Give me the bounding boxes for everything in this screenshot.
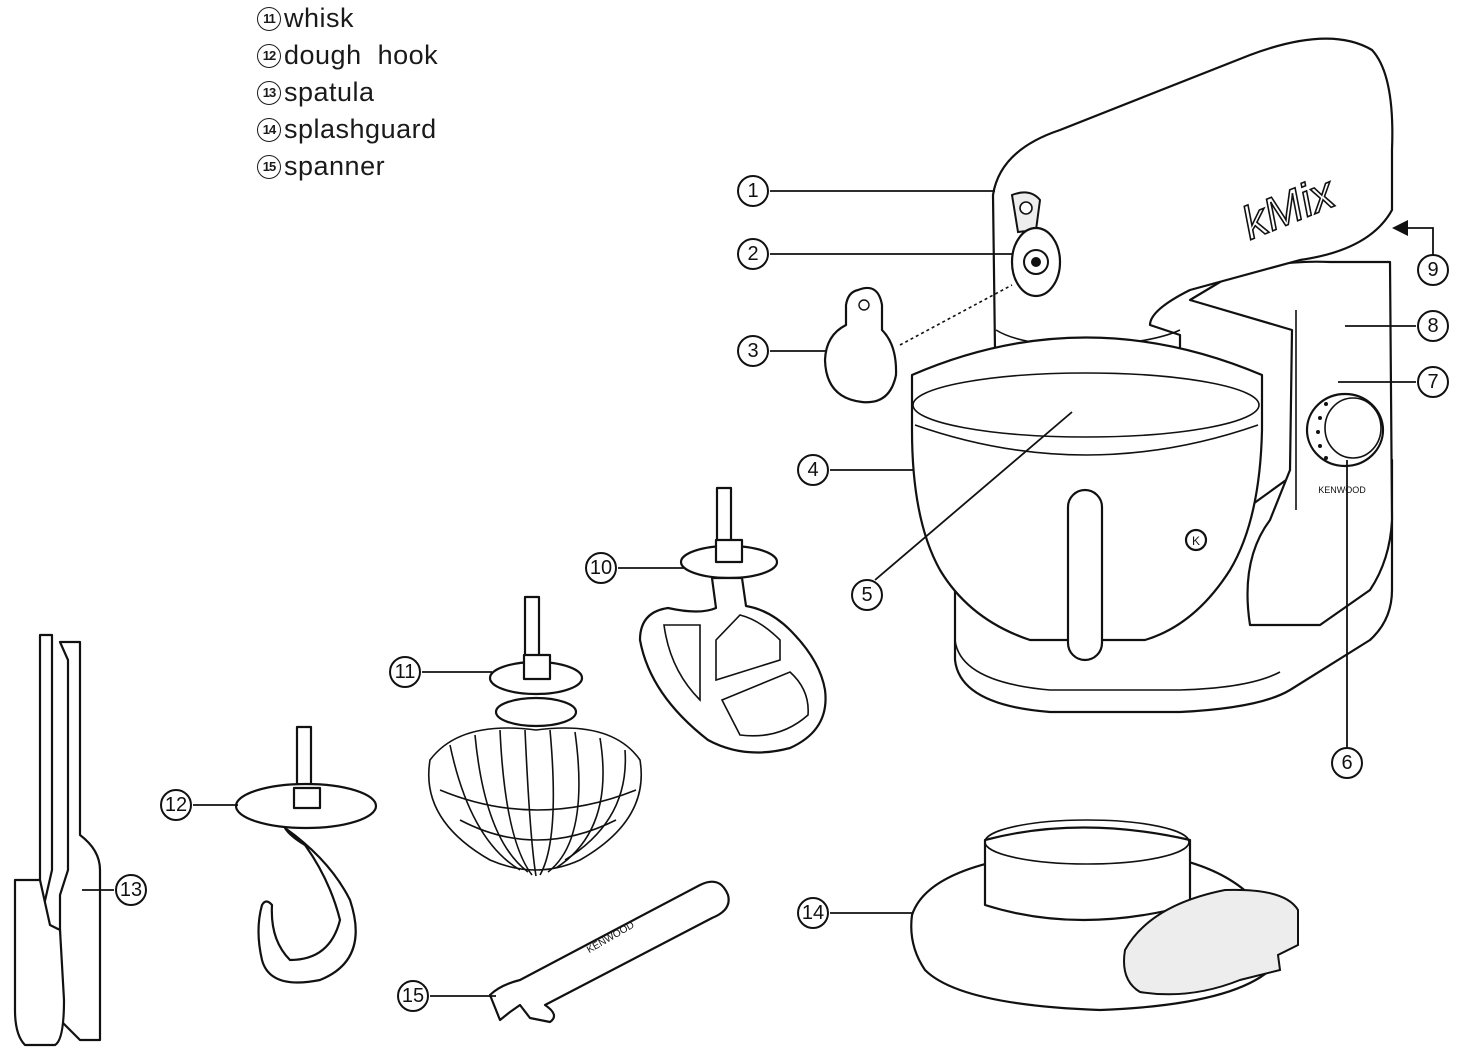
callout-number: 2 [747,243,758,265]
callout-number: 13 [120,879,142,901]
callout-15: 15 [398,981,496,1011]
callout-1: 1 [738,176,995,206]
callout-number: 4 [807,459,818,481]
arrow-icon [1392,220,1408,236]
callout-number: 12 [165,794,187,816]
callout-number: 7 [1427,371,1438,393]
callout-number: 14 [802,902,824,924]
callout-number: 11 [395,661,416,683]
callout-number: 10 [590,557,612,579]
splashguard [911,820,1298,1010]
k-beater [640,488,826,753]
callout-number: 5 [861,584,872,606]
bowl-handle [1068,490,1102,660]
callout-number: 8 [1427,315,1438,337]
callout-number: 1 [747,180,758,202]
callout-4: 4 [798,455,914,485]
callout-3: 3 [738,336,826,366]
stand-mixer: kMix K KENWOOD [900,39,1392,712]
speed-control-dial [1307,394,1383,466]
callout-10: 10 [586,553,684,583]
dough-hook [236,727,376,983]
bowl-badge-letter: K [1192,534,1200,548]
callout-11: 11 [390,657,492,687]
callout-2: 2 [738,239,1012,269]
callout-number: 6 [1341,752,1352,774]
callout-number: 3 [747,340,758,362]
callout-9: 9 [1392,220,1448,285]
spanner: KENWOOD [490,882,729,1022]
callout-12: 12 [161,790,238,820]
spatula [15,635,100,1045]
callout-number: 9 [1427,259,1438,281]
callout-14: 14 [798,898,912,928]
callout-number: 15 [402,985,424,1007]
side-brand-label: KENWOOD [1318,485,1366,495]
whisk [429,597,642,876]
